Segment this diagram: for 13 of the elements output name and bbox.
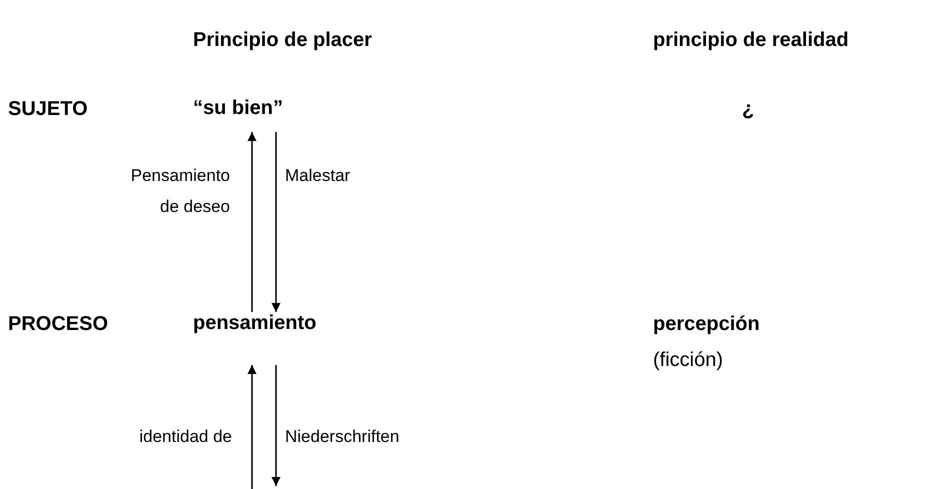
arrow <box>272 365 280 486</box>
arrow <box>248 365 256 489</box>
heading-label: SUJETO <box>8 97 88 121</box>
note-label: (ficción) <box>653 348 724 372</box>
heading-label: principio de realidad <box>653 28 849 52</box>
arrow <box>248 132 256 312</box>
heading-label: PROCESO <box>8 312 108 336</box>
heading-label: Principio de placer <box>193 28 372 52</box>
heading-label: ¿ <box>742 97 754 121</box>
heading-label: percepción <box>653 312 760 336</box>
node-label: “su bien” <box>193 97 284 120</box>
arrow <box>272 132 280 312</box>
node-label: pensamiento <box>193 312 316 335</box>
